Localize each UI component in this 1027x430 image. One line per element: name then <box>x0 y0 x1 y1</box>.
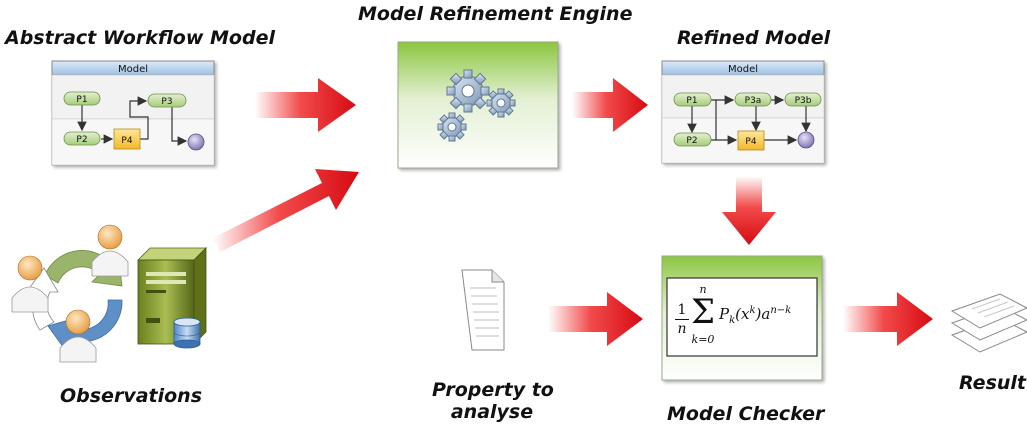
arrow-property-to-checker <box>548 292 643 346</box>
formula-x-superscript: k <box>749 305 756 316</box>
document-icon <box>461 269 505 351</box>
model-refinement-engine-title: Model Refinement Engine <box>358 3 633 25</box>
formula-panel <box>666 277 818 357</box>
observations-illustration <box>11 224 207 363</box>
refined-model-title: Refined Model <box>677 27 831 49</box>
person-icon <box>59 309 97 363</box>
formula-P: P <box>719 305 730 323</box>
refined-node-p2-label: P2 <box>686 136 697 146</box>
observations-title: Observations <box>60 385 203 407</box>
formula-numerator: 1 <box>677 302 687 318</box>
abstract-node-p3 <box>147 93 187 108</box>
refined-node-p4 <box>737 130 765 151</box>
property-to-analyse-title: Property to analyse <box>432 379 554 423</box>
abstract-end-event <box>187 133 205 151</box>
arrow-observations-to-engine <box>213 169 359 252</box>
refined-model-header: Model <box>728 64 758 75</box>
abstract-node-p1 <box>63 91 101 106</box>
abstract-workflow-model-title: Abstract Workflow Model <box>5 27 275 49</box>
gears-icon <box>437 69 516 142</box>
formula-P-subscript: k <box>729 315 736 326</box>
abstract-model-diagram <box>51 60 215 166</box>
abstract-node-p2 <box>63 131 101 146</box>
refined-node-p3a-label: P3a <box>745 96 762 106</box>
formula-fraction-bar <box>675 319 689 320</box>
refined-node-p3b-label: P3b <box>795 96 812 106</box>
arrow-checker-to-result <box>843 292 933 346</box>
sigma-icon: Σ <box>691 292 716 332</box>
formula-a: )a <box>755 305 771 323</box>
model-checker-title: Model Checker <box>667 403 825 425</box>
arrow-refined-to-checker <box>722 176 776 245</box>
formula-sum-lower: k=0 <box>691 333 715 346</box>
formula-sum-upper: n <box>699 283 707 296</box>
result-title: Result <box>959 372 1027 394</box>
formula-body: Pk(xk)an−k <box>719 302 791 330</box>
formula: 1 n n Σ k=0 Pk(xk)an−k <box>672 282 812 352</box>
arrow-engine-to-refined <box>572 78 648 132</box>
formula-a-superscript: n−k <box>770 305 792 316</box>
abstract-node-p4 <box>113 128 141 150</box>
refined-node-p2 <box>673 132 712 147</box>
property-title-line2: analyse <box>450 401 534 423</box>
database-icon <box>173 317 201 349</box>
refined-node-p3a <box>734 92 772 107</box>
abstract-model-edges <box>77 96 188 146</box>
abstract-node-p2-label: P2 <box>76 135 87 145</box>
refined-node-p3b <box>784 92 822 107</box>
person-icon <box>91 224 129 277</box>
refined-end-event <box>797 131 815 149</box>
refined-node-p4-label: P4 <box>745 137 756 147</box>
person-icon <box>11 255 49 313</box>
refined-node-p1-label: P1 <box>686 96 697 106</box>
formula-x: (x <box>735 305 750 323</box>
abstract-model-header: Model <box>118 64 148 75</box>
property-title-line1: Property to <box>432 379 554 401</box>
formula-denominator: n <box>677 321 687 337</box>
refined-node-p1 <box>673 92 712 107</box>
arrow-model-to-engine <box>255 78 356 132</box>
abstract-node-p1-label: P1 <box>76 95 87 105</box>
abstract-node-p4-label: P4 <box>121 136 132 146</box>
result-documents-icon <box>950 293 1027 353</box>
refined-model-edges <box>687 95 811 145</box>
abstract-node-p3-label: P3 <box>161 97 172 107</box>
